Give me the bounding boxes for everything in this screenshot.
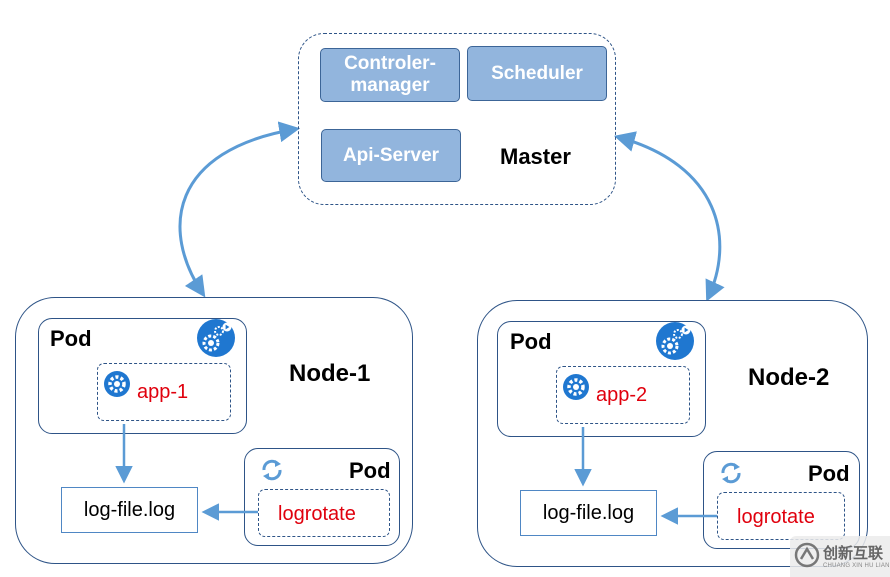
node-1-app-pod-label: Pod <box>50 326 92 351</box>
pod-gears-icon <box>656 322 694 360</box>
node-1-logrotate-pod-label: Pod <box>349 458 391 483</box>
master-node1-arrow <box>178 121 301 298</box>
app-2-label: app-2 <box>596 384 648 406</box>
master-group <box>298 33 616 205</box>
node-1-logrotate-container <box>258 489 390 537</box>
watermark: 创新互联 CHUANG XIN HU LIAN <box>790 536 890 577</box>
node-1-label: Node-1 <box>289 360 371 387</box>
brand-logo-icon <box>794 542 820 568</box>
controller-manager-box: Controler- manager <box>320 48 460 102</box>
node-2-logrotate-container <box>717 492 845 540</box>
scheduler-box: Scheduler <box>467 46 607 101</box>
node-2-logrotate-pod-label: Pod <box>808 461 850 486</box>
master-node2-arrow <box>613 131 725 302</box>
node-2-label: Node-2 <box>748 364 830 391</box>
gear-icon <box>563 374 589 400</box>
node-2-log-file: log-file.log <box>520 490 657 536</box>
app-1-label: app-1 <box>137 381 189 403</box>
watermark-text: 创新互联 <box>823 544 884 562</box>
master-label: Master <box>500 144 571 169</box>
api-server-box: Api-Server <box>321 129 461 182</box>
refresh-icon <box>262 459 282 481</box>
node-1-log-file: log-file.log <box>61 487 198 533</box>
pod-gears-icon <box>197 319 235 357</box>
node-2-app-pod-label: Pod <box>510 329 552 354</box>
logrotate-label: logrotate <box>278 503 356 525</box>
gear-icon <box>104 371 130 397</box>
watermark-subtext: CHUANG XIN HU LIAN <box>823 563 890 569</box>
logrotate-label: logrotate <box>737 506 815 528</box>
refresh-icon <box>721 462 741 484</box>
